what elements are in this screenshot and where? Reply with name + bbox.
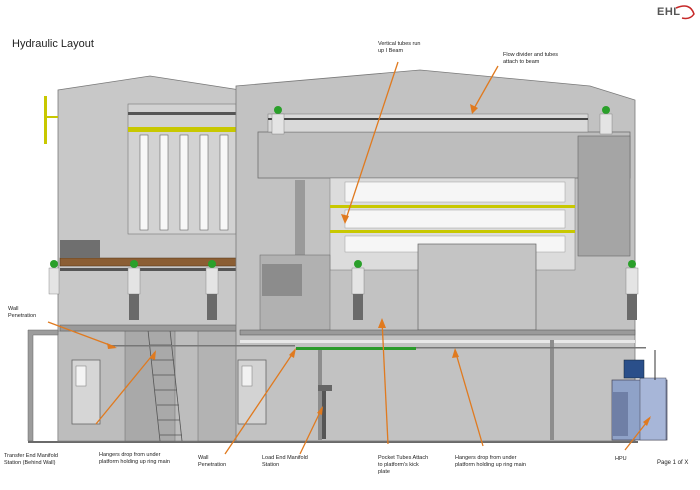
ground-line [28,441,638,443]
yellow-railing [44,96,47,144]
callout-lines [47,61,651,455]
label-hpu: HPU [615,456,627,462]
page-number: Page 1 of X [657,460,689,466]
right-building [235,69,636,442]
left-building [27,75,241,442]
callout-arrowheads [107,104,651,426]
workers [48,106,639,320]
hpu-unit [611,350,668,441]
ehl-logo: EHL [657,6,681,18]
ring-main-pipe [110,345,646,350]
ehl-logo-swoosh-icon [675,5,695,20]
page-title: Hydraulic Layout [12,38,94,50]
